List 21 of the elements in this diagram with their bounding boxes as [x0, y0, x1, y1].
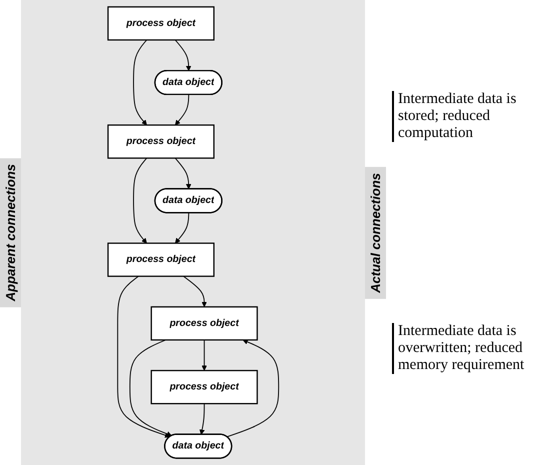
arrow — [226, 339, 279, 438]
bracket-note: Intermediate data is overwritten; reduced memory requirement — [392, 323, 542, 374]
arrow — [116, 276, 170, 438]
node-box: process object — [107, 6, 214, 41]
arrow — [174, 40, 191, 72]
arrow — [182, 276, 207, 308]
arrow — [174, 158, 191, 190]
bracket-note: Intermediate data is stored; reduced computation — [392, 90, 542, 142]
node-box: process object — [107, 124, 214, 159]
panel-label: Apparent connections — [0, 158, 21, 308]
arrow — [199, 403, 204, 435]
arrow — [174, 212, 189, 244]
panel-label: Actual connections — [365, 166, 386, 298]
node-box: process object — [107, 242, 214, 277]
arrow — [201, 339, 207, 371]
arrow — [132, 158, 147, 244]
arrow — [132, 40, 147, 126]
node-box: process object — [150, 370, 258, 404]
arrow — [174, 94, 189, 126]
arrow — [129, 339, 172, 436]
node-box: process object — [150, 306, 258, 341]
